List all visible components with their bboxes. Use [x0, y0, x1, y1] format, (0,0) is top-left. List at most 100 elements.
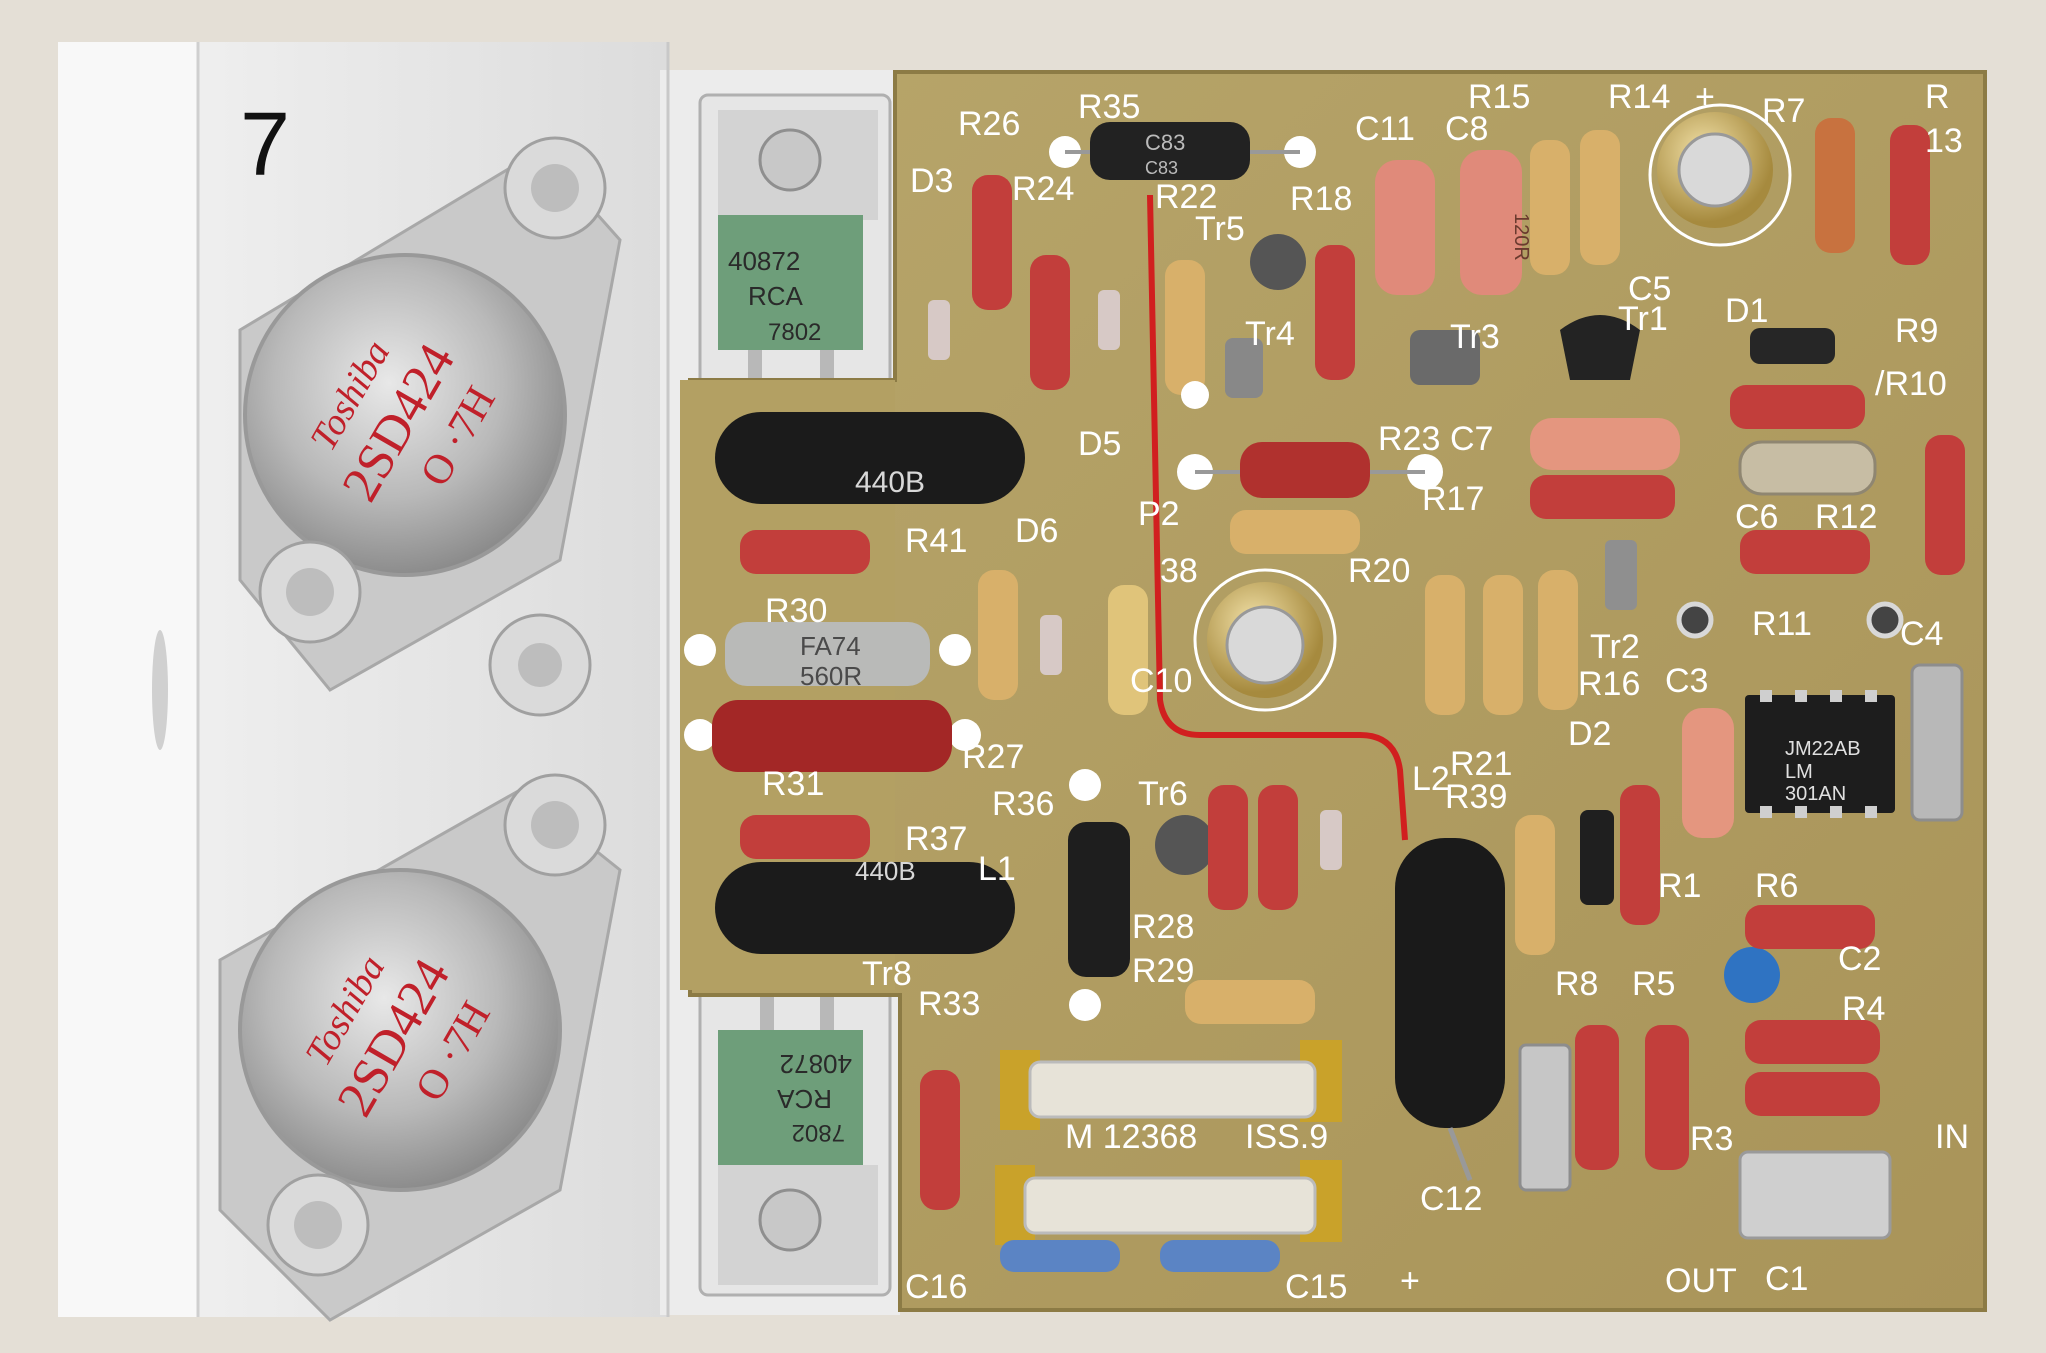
- silk-c5: C5: [1628, 270, 1671, 308]
- silk-plus-c5: +: [1695, 78, 1715, 116]
- capacitor-c7: [1530, 418, 1680, 470]
- silk-r: R: [1925, 78, 1950, 116]
- driver-2-line3: 7802: [792, 1119, 845, 1146]
- silk-r8: R8: [1555, 965, 1598, 1003]
- silk-r36: R36: [992, 785, 1054, 823]
- transistor-tr4: [1225, 338, 1263, 398]
- choke-l2: [1395, 838, 1505, 1181]
- resistor-r30: FA74 560R: [684, 622, 971, 691]
- silk-tr5: Tr5: [1195, 210, 1245, 248]
- silk-tr2: Tr2: [1590, 628, 1640, 666]
- capacitor-c3: [1682, 708, 1734, 838]
- driver-transistor-2: 7802 RCA 40872: [698, 983, 892, 1297]
- silk-r16: R16: [1578, 665, 1640, 703]
- resistor-r23: [1177, 442, 1443, 498]
- silk-r37: R37: [905, 820, 967, 858]
- r35-body-line2: C83: [1145, 158, 1178, 178]
- silk-issue: ISS.9: [1245, 1118, 1328, 1156]
- silk-38: 38: [1160, 552, 1198, 590]
- silkscreen-labels: R26 R35 R15 R14 + R7 R 13 C11 C8 D3 R24 …: [762, 78, 1969, 1306]
- silk-r17: R17: [1422, 480, 1484, 518]
- silk-p2: P2: [1138, 495, 1180, 533]
- r30-body-line2: 560R: [800, 661, 862, 691]
- silk-tr6: Tr6: [1138, 775, 1188, 813]
- silk-c11: C11: [1355, 110, 1415, 148]
- silk-r4: R4: [1842, 990, 1885, 1028]
- transistor-tr1: [1560, 315, 1640, 380]
- diode-d5: [1098, 290, 1120, 350]
- silk-r28: R28: [1132, 908, 1194, 946]
- silk-r31: R31: [762, 765, 824, 803]
- silk-c2: C2: [1838, 940, 1881, 978]
- silk-d5: D5: [1078, 425, 1121, 463]
- silk-r35: R35: [1078, 88, 1140, 126]
- ic-line1: JM22AB: [1785, 738, 1861, 760]
- silk-r18: R18: [1290, 180, 1352, 218]
- r35-body-line1: C83: [1145, 130, 1185, 155]
- choke-2-label: 440B: [855, 856, 916, 886]
- driver-1-line3: 7802: [768, 319, 821, 346]
- silk-r41: R41: [905, 522, 967, 560]
- silk-d1: D1: [1725, 292, 1768, 330]
- silk-r33: R33: [918, 985, 980, 1023]
- silk-c4: C4: [1900, 615, 1943, 653]
- silk-c16: C16: [905, 1268, 967, 1306]
- silk-r3: R3: [1690, 1120, 1733, 1158]
- silk-r14: R14: [1608, 78, 1670, 116]
- pads: [1181, 381, 1904, 639]
- capacitor-c10: [1193, 568, 1337, 712]
- silk-c3: C3: [1665, 662, 1708, 700]
- silk-d3: D3: [910, 162, 953, 200]
- r30-body-line1: FA74: [800, 631, 861, 661]
- diode-d1: [1750, 328, 1835, 364]
- capacitor-c16: [1000, 1240, 1120, 1272]
- silk-tr4: Tr4: [1245, 315, 1295, 353]
- silk-r10: /R10: [1875, 365, 1947, 403]
- silk-d6: D6: [1015, 512, 1058, 550]
- resistor-r31: [684, 700, 981, 772]
- driver-1-line2: RCA: [748, 281, 804, 311]
- ic-line2: LM: [1785, 761, 1813, 783]
- power-transistor-1: Toshiba 2SD424 O ·7H: [238, 136, 622, 692]
- silk-c15: C15: [1285, 1268, 1347, 1306]
- choke-2: 440B: [715, 856, 1015, 954]
- ic-lm301an: JM22AB LM 301AN: [1745, 690, 1895, 818]
- ic-line3: 301AN: [1785, 783, 1846, 805]
- silk-tr3: Tr3: [1450, 318, 1500, 356]
- silk-r12: R12: [1815, 498, 1877, 536]
- capacitor-c5: [1648, 103, 1792, 247]
- diode-d6: [1040, 615, 1062, 675]
- silk-d2: D2: [1568, 715, 1611, 753]
- c8-body-label: 120R: [1510, 213, 1532, 261]
- capacitor-c6: [1738, 440, 1877, 496]
- capacitor-c8: 120R: [1460, 150, 1532, 295]
- choke-1: 440B: [715, 412, 1025, 504]
- transistor-tr5: [1250, 234, 1306, 290]
- transistor-tr3: [1410, 330, 1480, 385]
- silk-r5: R5: [1632, 965, 1675, 1003]
- silk-board-id: M 12368: [1065, 1118, 1197, 1156]
- capacitor-c4: [1910, 663, 1964, 822]
- silk-r27: R27: [962, 738, 1024, 776]
- silk-r15: R15: [1468, 78, 1530, 116]
- driver-2-line2: RCA: [776, 1084, 832, 1114]
- silk-tr8: Tr8: [862, 955, 912, 993]
- silk-c6: C6: [1735, 498, 1778, 536]
- silk-r9: R9: [1895, 312, 1938, 350]
- heatsink-note: 7: [240, 95, 290, 195]
- jumper-wire: [1147, 194, 1408, 841]
- driver-transistor-1: 40872 RCA 7802: [698, 93, 892, 397]
- silk-r39: R39: [1445, 778, 1507, 816]
- silk-r26: R26: [958, 105, 1020, 143]
- silk-r24: R24: [1012, 170, 1074, 208]
- capacitor-c2: [1724, 947, 1780, 1003]
- silk-out: OUT: [1665, 1262, 1737, 1300]
- silk-r1: R1: [1658, 867, 1701, 905]
- silk-in: IN: [1935, 1118, 1969, 1156]
- silk-l1: L1: [978, 850, 1016, 888]
- capacitor-c1: [1738, 1150, 1892, 1240]
- resistor-r36: [1068, 769, 1130, 1021]
- capacitor-c15: [1160, 1240, 1280, 1272]
- transistor-tr2: [1605, 540, 1637, 610]
